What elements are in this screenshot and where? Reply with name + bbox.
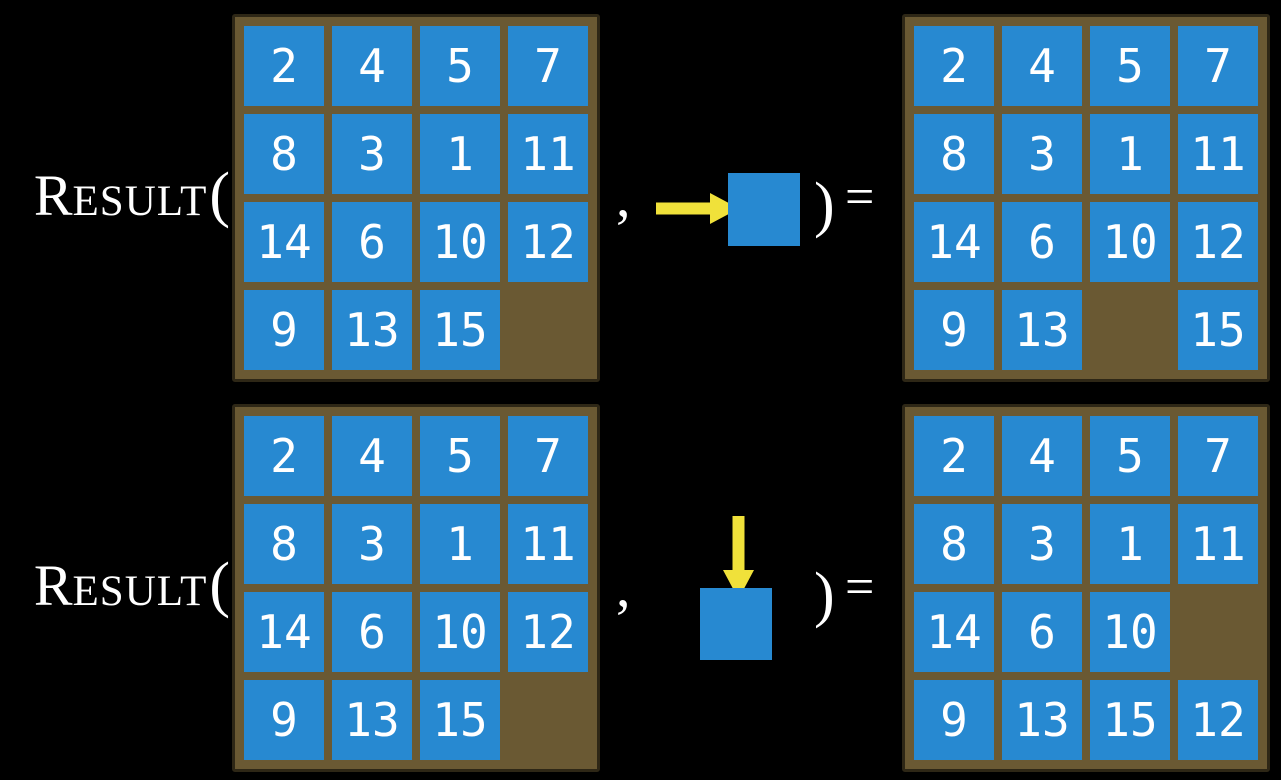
result-label-rest: ESULT — [72, 178, 208, 225]
puzzle-tile-5: 5 — [420, 26, 500, 106]
puzzle-tile-4: 4 — [1002, 416, 1082, 496]
puzzle-tile-7: 7 — [1178, 416, 1258, 496]
puzzle-tile-13: 13 — [1002, 290, 1082, 370]
move-down-arrow-icon — [723, 516, 754, 599]
puzzle-tile-9: 9 — [244, 680, 324, 760]
puzzle-tile-15: 15 — [420, 290, 500, 370]
result-function-label: RESULT( — [16, 163, 230, 243]
puzzle-tile-12: 12 — [1178, 202, 1258, 282]
puzzle-tile-4: 4 — [332, 416, 412, 496]
puzzle-tile-5: 5 — [1090, 26, 1170, 106]
close-paren: ) — [814, 561, 835, 629]
puzzle-tile-8: 8 — [244, 504, 324, 584]
open-paren: ( — [209, 161, 230, 229]
equals-sign: = — [845, 559, 875, 616]
puzzle-tile-12: 12 — [508, 592, 588, 672]
comma: , — [616, 554, 631, 619]
puzzle-tile-8: 8 — [914, 114, 994, 194]
puzzle-tile-14: 14 — [914, 202, 994, 282]
puzzle-tile-8: 8 — [914, 504, 994, 584]
puzzle-tile-3: 3 — [1002, 114, 1082, 194]
result-label-rest: ESULT — [72, 568, 208, 615]
puzzle-tile-10: 10 — [420, 592, 500, 672]
puzzle-tile-13: 13 — [1002, 680, 1082, 760]
comma: , — [616, 164, 631, 229]
puzzle-tile-4: 4 — [332, 26, 412, 106]
puzzle-tile-7: 7 — [508, 26, 588, 106]
equals-sign: = — [845, 169, 875, 226]
puzzle-tile-6: 6 — [1002, 592, 1082, 672]
puzzle-tile-10: 10 — [1090, 592, 1170, 672]
puzzle-tile-9: 9 — [914, 290, 994, 370]
puzzle-tile-1: 1 — [1090, 504, 1170, 584]
empty-cell — [508, 680, 588, 760]
puzzle-tile-5: 5 — [420, 416, 500, 496]
move-right-arrow-icon — [656, 193, 739, 224]
puzzle-tile-15: 15 — [1090, 680, 1170, 760]
puzzle-tile-14: 14 — [914, 592, 994, 672]
puzzle-tile-6: 6 — [332, 592, 412, 672]
move-tile-square-right — [728, 173, 800, 246]
puzzle-tile-2: 2 — [914, 416, 994, 496]
puzzle-tile-11: 11 — [1178, 504, 1258, 584]
puzzle-tile-4: 4 — [1002, 26, 1082, 106]
puzzle-tile-7: 7 — [1178, 26, 1258, 106]
puzzle-tile-15: 15 — [420, 680, 500, 760]
puzzle-tile-2: 2 — [244, 416, 324, 496]
empty-cell — [1178, 592, 1258, 672]
puzzle-tile-6: 6 — [332, 202, 412, 282]
puzzle-tile-9: 9 — [914, 680, 994, 760]
puzzle-tile-10: 10 — [1090, 202, 1170, 282]
result-function-label: RESULT( — [16, 553, 230, 633]
puzzle-tile-15: 15 — [1178, 290, 1258, 370]
puzzle-tile-10: 10 — [420, 202, 500, 282]
puzzle-tile-12: 12 — [508, 202, 588, 282]
puzzle-tile-9: 9 — [244, 290, 324, 370]
puzzle-tile-1: 1 — [420, 504, 500, 584]
puzzle-tile-2: 2 — [244, 26, 324, 106]
puzzle-tile-13: 13 — [332, 290, 412, 370]
puzzle-tile-3: 3 — [1002, 504, 1082, 584]
puzzle-tile-5: 5 — [1090, 416, 1170, 496]
puzzle-tile-11: 11 — [1178, 114, 1258, 194]
puzzle-tile-11: 11 — [508, 504, 588, 584]
open-paren: ( — [209, 551, 230, 619]
result-label-initial: R — [33, 163, 73, 228]
puzzle-tile-3: 3 — [332, 114, 412, 194]
puzzle-tile-7: 7 — [508, 416, 588, 496]
puzzle-tile-12: 12 — [1178, 680, 1258, 760]
puzzle-tile-14: 14 — [244, 592, 324, 672]
empty-cell — [508, 290, 588, 370]
puzzle-tile-11: 11 — [508, 114, 588, 194]
move-tile-square-down — [700, 588, 772, 660]
empty-cell — [1090, 290, 1170, 370]
puzzle-tile-14: 14 — [244, 202, 324, 282]
puzzle-tile-8: 8 — [244, 114, 324, 194]
puzzle-tile-13: 13 — [332, 680, 412, 760]
puzzle-tile-2: 2 — [914, 26, 994, 106]
puzzle-tile-3: 3 — [332, 504, 412, 584]
puzzle-tile-1: 1 — [1090, 114, 1170, 194]
puzzle-tile-6: 6 — [1002, 202, 1082, 282]
result-label-initial: R — [33, 553, 73, 618]
close-paren: ) — [814, 171, 835, 239]
puzzle-tile-1: 1 — [420, 114, 500, 194]
